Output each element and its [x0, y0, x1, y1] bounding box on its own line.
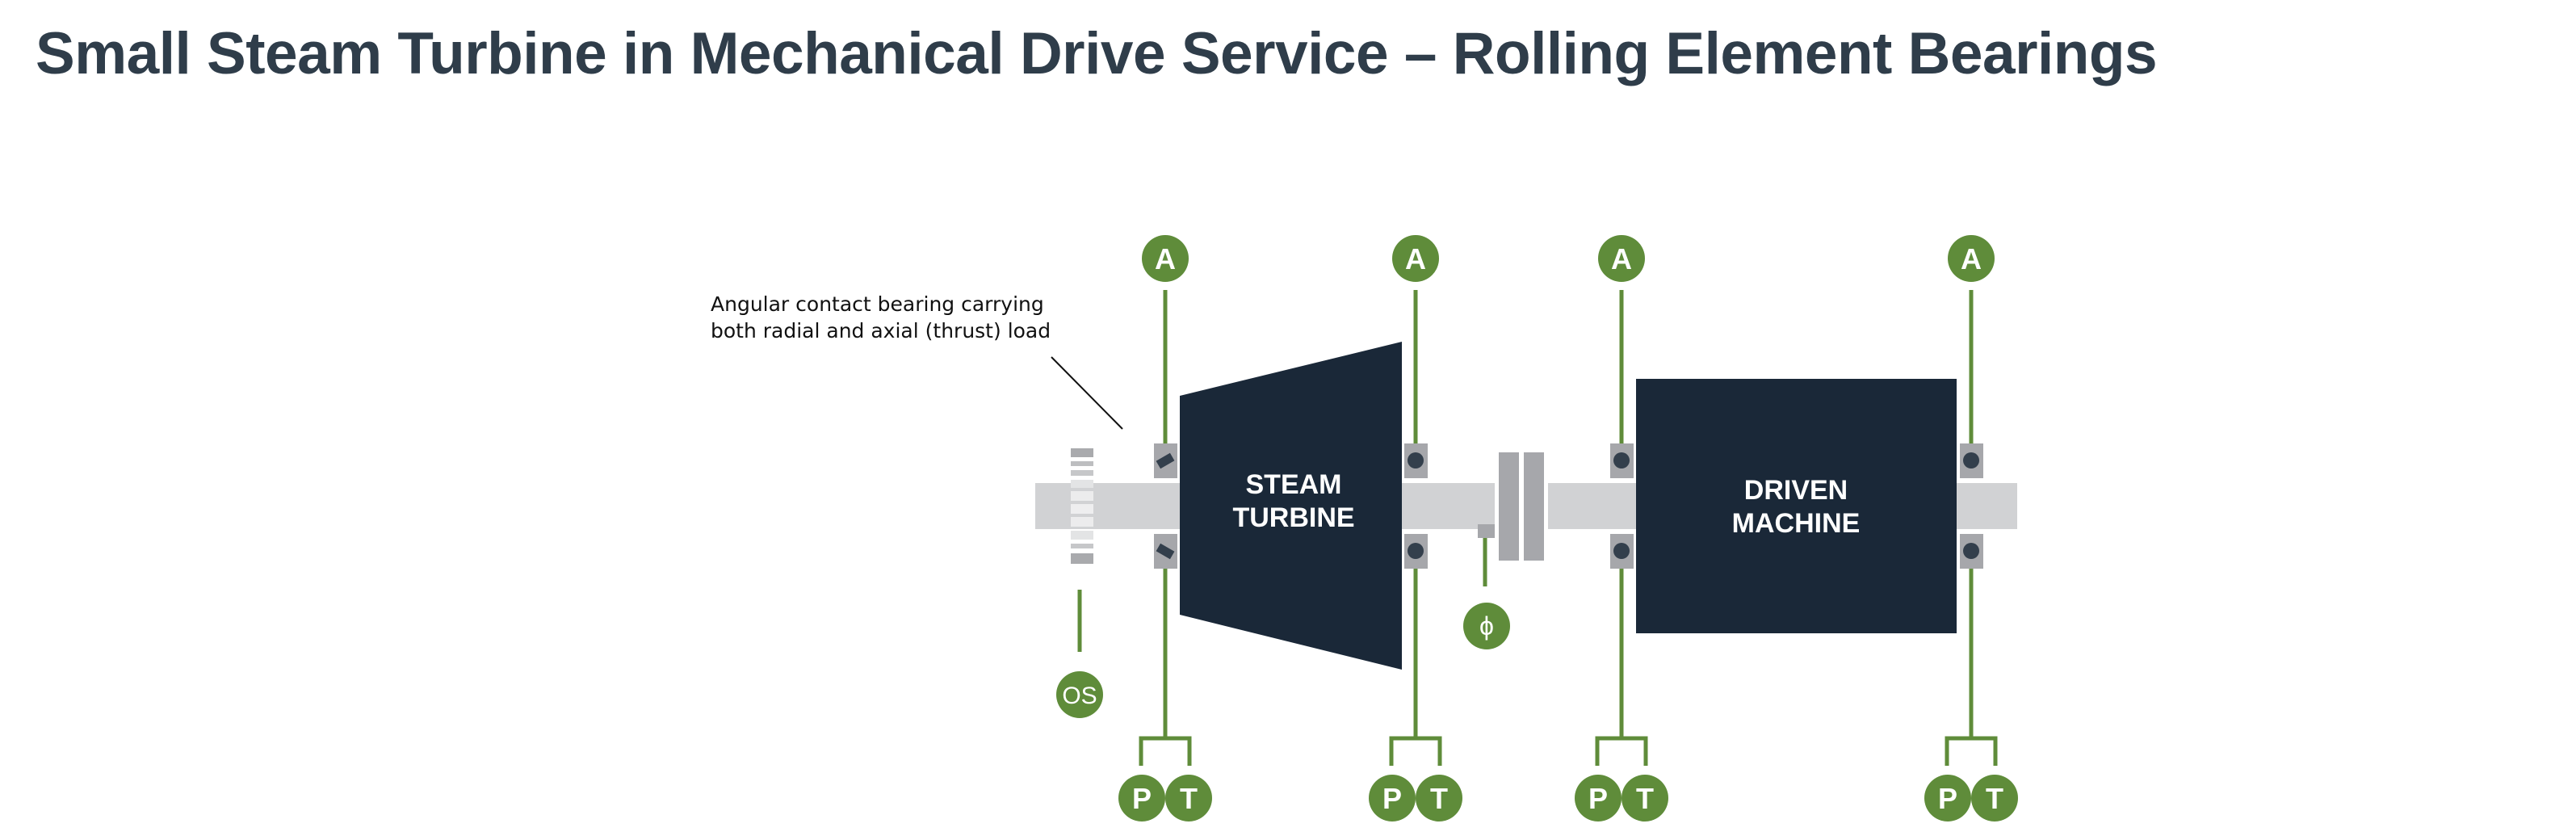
pressure-sensor[interactable]: P — [1118, 775, 1165, 821]
annotation-leader-line — [1051, 356, 1123, 430]
steam-turbine-label-2: TURBINE — [1232, 502, 1354, 533]
driven-shaft-left — [1548, 483, 1637, 529]
driven-machine-label-2: MACHINE — [1732, 508, 1861, 539]
coupling-hub-right — [1524, 452, 1544, 561]
turbine-shaft-right — [1402, 483, 1495, 529]
steam-turbine[interactable]: STEAM TURBINE — [1180, 342, 1402, 670]
pt-bracket — [1389, 736, 1442, 766]
accelerometer-sensor[interactable]: A — [1598, 235, 1645, 282]
accelerometer-badge-icon — [1598, 235, 1645, 282]
pt-bracket — [1139, 736, 1192, 766]
angular-contact-element-icon — [1156, 452, 1175, 469]
temperature-label: T — [1430, 782, 1448, 815]
temperature-badge-icon — [1165, 775, 1212, 821]
pressure-badge-icon — [1575, 775, 1622, 821]
os-badge-icon — [1056, 671, 1103, 718]
accelerometer-label: A — [1405, 242, 1426, 275]
ball-element-icon — [1408, 543, 1424, 559]
speed-gear — [1071, 448, 1093, 564]
phase-sensor[interactable]: ϕ — [1463, 603, 1510, 649]
temperature-sensor[interactable]: T — [1416, 775, 1462, 821]
accelerometer-label: A — [1961, 242, 1982, 275]
pressure-sensor[interactable]: P — [1924, 775, 1971, 821]
pt-bracket — [1595, 736, 1648, 766]
steam-turbine-body — [1180, 342, 1402, 670]
phase-probe — [1478, 524, 1495, 538]
angular-contact-element-icon — [1156, 543, 1175, 560]
ball-element-icon — [1963, 452, 1979, 469]
os-label: OS — [1062, 683, 1097, 709]
pressure-badge-icon — [1369, 775, 1416, 821]
pt-bracket — [1945, 736, 1998, 766]
temperature-label: T — [1180, 782, 1198, 815]
annotation-line-1: Angular contact bearing carrying — [711, 292, 1044, 316]
driven-machine-body — [1636, 379, 1957, 633]
steam-turbine-label-1: STEAM — [1246, 469, 1342, 500]
pressure-label: P — [1132, 782, 1152, 815]
overspeed-sensor[interactable]: OS — [1056, 671, 1103, 718]
ball-element-icon — [1613, 452, 1630, 469]
accelerometer-badge-icon — [1142, 235, 1189, 282]
temperature-label: T — [1636, 782, 1654, 815]
ball-element-icon — [1613, 543, 1630, 559]
shaft-coupling — [1499, 452, 1544, 561]
page-title: Small Steam Turbine in Mechanical Drive … — [36, 21, 2158, 86]
temperature-sensor[interactable]: T — [1622, 775, 1668, 821]
temperature-sensor[interactable]: T — [1971, 775, 2018, 821]
coupling-hub-left — [1499, 452, 1519, 561]
accelerometer-badge-icon — [1392, 235, 1439, 282]
driven-machine-label-1: DRIVEN — [1744, 475, 1848, 506]
phase-label: ϕ — [1479, 611, 1494, 641]
temperature-badge-icon — [1971, 775, 2018, 821]
accelerometer-sensor[interactable]: A — [1948, 235, 1995, 282]
temperature-badge-icon — [1416, 775, 1462, 821]
pressure-sensor[interactable]: P — [1575, 775, 1622, 821]
temperature-badge-icon — [1622, 775, 1668, 821]
pressure-badge-icon — [1118, 775, 1165, 821]
driven-shaft-right — [1957, 483, 2017, 529]
accelerometer-label: A — [1155, 242, 1176, 275]
pressure-label: P — [1938, 782, 1957, 815]
driven-machine[interactable]: DRIVEN MACHINE — [1636, 379, 1957, 633]
annotation-line-2: both radial and axial (thrust) load — [711, 319, 1051, 342]
pressure-sensor[interactable]: P — [1369, 775, 1416, 821]
pressure-label: P — [1588, 782, 1608, 815]
accelerometer-sensor[interactable]: A — [1392, 235, 1439, 282]
ball-element-icon — [1963, 543, 1979, 559]
accelerometer-sensor[interactable]: A — [1142, 235, 1189, 282]
temperature-sensor[interactable]: T — [1165, 775, 1212, 821]
pressure-label: P — [1382, 782, 1402, 815]
temperature-label: T — [1986, 782, 2003, 815]
accelerometer-label: A — [1611, 242, 1632, 275]
phase-badge-icon — [1463, 603, 1510, 649]
accelerometer-badge-icon — [1948, 235, 1995, 282]
turbine-shaft-left — [1035, 483, 1181, 529]
pressure-badge-icon — [1924, 775, 1971, 821]
ball-element-icon — [1408, 452, 1424, 469]
